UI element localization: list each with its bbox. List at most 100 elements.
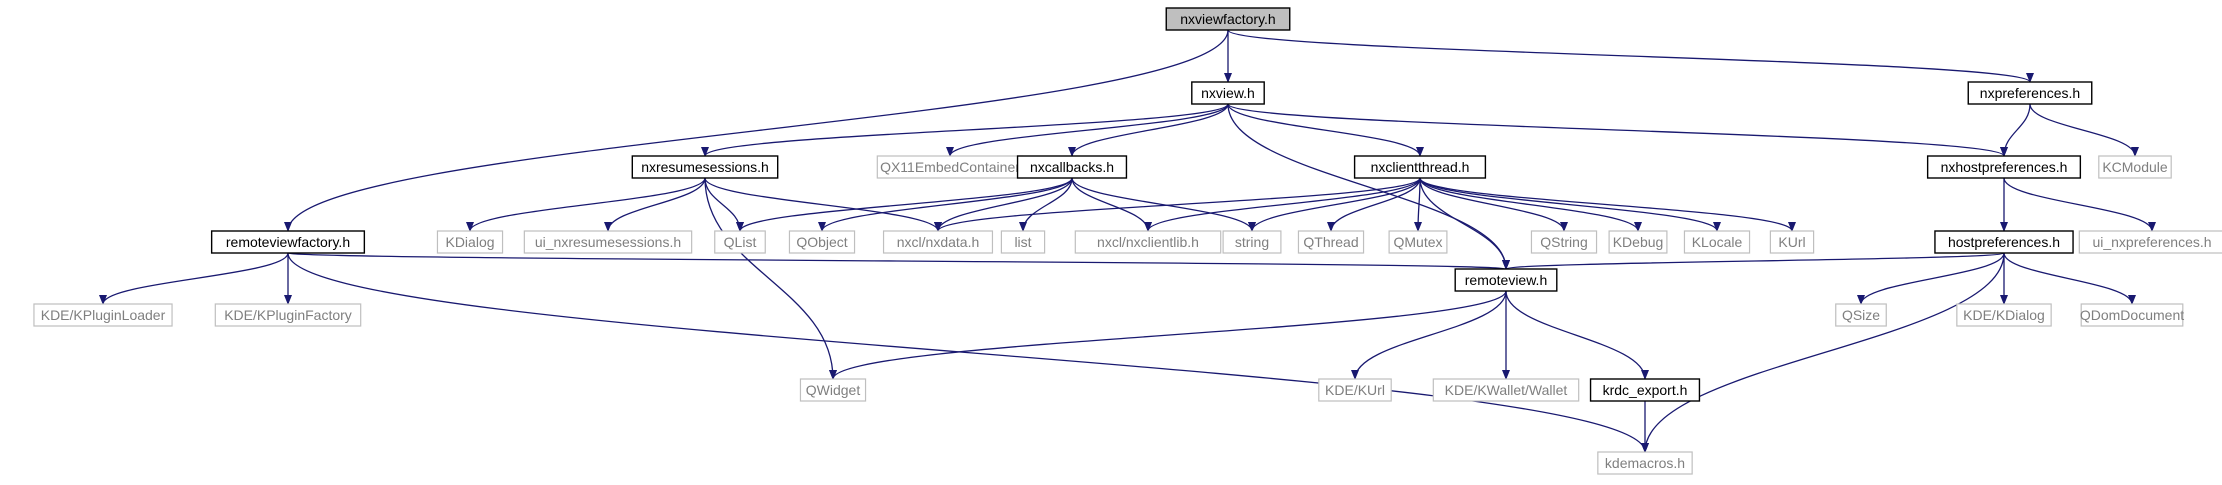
edge-nxclientthread-to-string — [1248, 177, 1421, 232]
node-remoteviewfactory[interactable]: remoteviewfactory.h — [210, 230, 366, 254]
node-hostpreferences[interactable]: hostpreferences.h — [1934, 230, 2074, 254]
node-label: list — [1014, 234, 1031, 250]
node-label: KCModule — [2102, 159, 2168, 175]
edge-nxview-to-nxcallbacks — [1068, 103, 1229, 157]
node-list: list — [1000, 230, 1046, 254]
node-box — [631, 155, 779, 179]
edge-nxclientthread-to-remoteview — [1419, 177, 1510, 270]
edge-remoteviewfactory-to-kpluginloader — [99, 252, 289, 305]
node-string: string — [1222, 230, 1282, 254]
node-qx11embed: QX11EmbedContainer — [876, 155, 1024, 179]
node-qmutex: QMutex — [1388, 230, 1448, 254]
node-label: QObject — [796, 234, 847, 250]
edge-remoteviewfactory-to-kdemacros — [287, 252, 1649, 453]
node-label: remoteview.h — [1465, 272, 1547, 288]
node-nxresumesessions[interactable]: nxresumesessions.h — [631, 155, 779, 179]
node-label: nxhostpreferences.h — [1941, 159, 2068, 175]
node-box — [1934, 230, 2074, 254]
node-kwallet: KDE/KWallet/Wallet — [1432, 378, 1580, 402]
node-nxclientlib: nxcl/nxclientlib.h — [1074, 230, 1222, 254]
edge-nxview-to-remoteview — [1227, 103, 1510, 270]
edge-nxviewfactory-to-remoteviewfactory — [284, 29, 1229, 232]
node-box — [1432, 378, 1580, 402]
node-label: KLocale — [1692, 234, 1743, 250]
node-kcmodule: KCModule — [2098, 155, 2172, 179]
node-ui_nxresume: ui_nxresumesessions.h — [523, 230, 693, 254]
node-box — [1222, 230, 1282, 254]
node-label: string — [1235, 234, 1269, 250]
node-box — [1165, 7, 1291, 31]
node-kpluginloader: KDE/KPluginLoader — [33, 303, 173, 327]
node-label: QSize — [1842, 307, 1880, 323]
node-remoteview[interactable]: remoteview.h — [1454, 268, 1558, 292]
node-nxview[interactable]: nxview.h — [1191, 81, 1265, 105]
node-label: nxcl/nxclientlib.h — [1097, 234, 1199, 250]
node-nxclientthread[interactable]: nxclientthread.h — [1353, 155, 1487, 179]
edge-nxpreferences-to-nxhostpreferences — [2000, 103, 2031, 157]
node-box — [714, 230, 766, 254]
node-klocale: KLocale — [1683, 230, 1751, 254]
node-nxhostpreferences[interactable]: nxhostpreferences.h — [1926, 155, 2082, 179]
node-nxpreferences[interactable]: nxpreferences.h — [1967, 81, 2093, 105]
node-nxcallbacks[interactable]: nxcallbacks.h — [1016, 155, 1128, 179]
edge-hostpreferences-to-qsize — [1857, 252, 2005, 305]
edge-nxview-to-nxhostpreferences — [1227, 103, 2008, 157]
node-box — [2078, 230, 2222, 254]
nodes-layer: nxviewfactory.h nxview.h nxpreferences.h nx… — [33, 7, 2222, 475]
node-box — [33, 303, 173, 327]
edge-nxcallbacks-to-string — [1071, 177, 1256, 232]
node-label: nxcl/nxdata.h — [897, 234, 980, 250]
node-box — [1454, 268, 1558, 292]
node-nxdata: nxcl/nxdata.h — [882, 230, 994, 254]
edge-nxclientthread-to-qstring — [1419, 177, 1568, 232]
edges-layer — [99, 29, 2156, 453]
node-box — [1297, 230, 1365, 254]
node-box — [882, 230, 994, 254]
node-label: QX11EmbedContainer — [880, 159, 1020, 175]
node-kdemacros: kdemacros.h — [1597, 451, 1693, 475]
node-label: KDE/KPluginLoader — [41, 307, 166, 323]
node-label: QMutex — [1393, 234, 1442, 250]
node-label: QString — [1540, 234, 1587, 250]
node-label: nxcallbacks.h — [1030, 159, 1114, 175]
edge-nxcallbacks-to-nxdata — [934, 177, 1073, 232]
node-kurl: KUrl — [1769, 230, 1815, 254]
node-label: nxview.h — [1201, 85, 1255, 101]
edge-nxresumesessions-to-kdialog — [466, 177, 706, 232]
node-box — [1926, 155, 2082, 179]
edge-nxcallbacks-to-qlist — [736, 177, 1073, 232]
edge-nxclientthread-to-nxclientlib — [1144, 177, 1421, 232]
node-box — [1608, 230, 1668, 254]
edge-nxcallbacks-to-qobject — [818, 177, 1073, 232]
node-box — [1589, 378, 1701, 402]
edge-nxview-to-nxresumesessions — [701, 103, 1229, 157]
node-label: KDE/KWallet/Wallet — [1445, 382, 1568, 398]
node-label: nxclientthread.h — [1371, 159, 1470, 175]
node-label: QList — [724, 234, 757, 250]
node-box — [1956, 303, 2052, 327]
node-krdcexport[interactable]: krdc_export.h — [1589, 378, 1701, 402]
node-nxviewfactory[interactable]: nxviewfactory.h — [1165, 7, 1291, 31]
node-label: nxviewfactory.h — [1180, 11, 1275, 27]
node-label: remoteviewfactory.h — [226, 234, 350, 250]
edge-nxclientthread-to-klocale — [1419, 177, 1721, 232]
edge-nxcallbacks-to-list — [1019, 177, 1073, 232]
node-box — [1318, 378, 1392, 402]
node-box — [1016, 155, 1128, 179]
node-qthread: QThread — [1297, 230, 1365, 254]
node-kdebug: KDebug — [1608, 230, 1668, 254]
edge-hostpreferences-to-kdemacros — [1641, 252, 2005, 453]
node-label: kdemacros.h — [1605, 455, 1685, 471]
edge-nxview-to-qx11embed — [946, 103, 1229, 157]
node-label: QWidget — [806, 382, 861, 398]
node-box — [210, 230, 366, 254]
node-box — [1835, 303, 1887, 327]
node-label: KDE/KDialog — [1963, 307, 2045, 323]
node-label: KUrl — [1778, 234, 1805, 250]
node-kdekurl: KDE/KUrl — [1318, 378, 1392, 402]
node-box — [436, 230, 504, 254]
node-box — [1530, 230, 1598, 254]
node-label: KDE/KPluginFactory — [224, 307, 352, 323]
edge-nxresumesessions-to-nxdata — [704, 177, 942, 232]
